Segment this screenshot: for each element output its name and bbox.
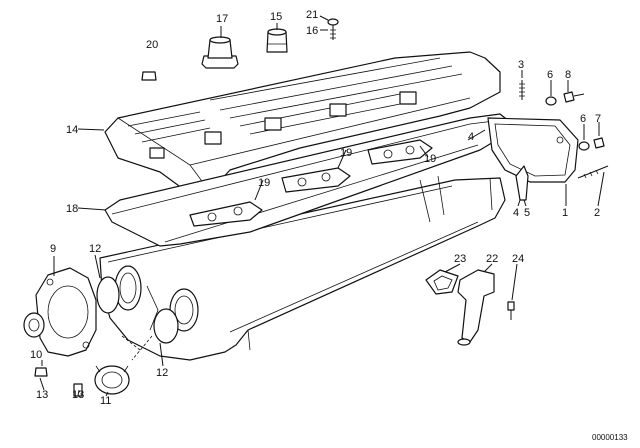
label-19c: 19	[424, 153, 436, 165]
leader-lines	[39, 15, 605, 397]
label-21: 21	[306, 9, 318, 21]
label-19a: 19	[258, 177, 270, 189]
screw-8	[563, 91, 585, 103]
label-24: 24	[512, 253, 524, 265]
gasket-23	[425, 269, 459, 295]
label-8: 8	[565, 69, 571, 81]
label-13b: 13	[72, 389, 84, 401]
cap-seal	[266, 28, 288, 53]
label-1: 1	[562, 207, 568, 219]
oil-filler-cap	[201, 36, 239, 69]
washer-6b	[578, 141, 590, 151]
label-10: 10	[30, 349, 42, 361]
label-17: 17	[216, 13, 228, 25]
label-15: 15	[270, 11, 282, 23]
nut-10	[34, 367, 48, 377]
label-5: 5	[524, 207, 530, 219]
washer-6a	[545, 96, 557, 106]
part-labels: 17 15 21 16 20 14 18 3 6 8 6 7 4 19 19 1…	[30, 9, 601, 407]
label-19b: 19	[340, 147, 352, 159]
alignment-lines	[121, 335, 153, 361]
label-12a: 12	[89, 243, 101, 255]
label-18: 18	[66, 203, 78, 215]
label-16: 16	[306, 25, 318, 37]
spark-plug-seals	[189, 139, 433, 227]
stud-2	[577, 165, 609, 179]
label-6a: 6	[547, 69, 553, 81]
valve-cover	[104, 51, 501, 195]
cover-plate-11	[94, 365, 130, 395]
bracket-4-5	[515, 165, 529, 201]
water-housing	[23, 267, 97, 357]
label-13a: 13	[36, 389, 48, 401]
label-4a: 4	[468, 131, 474, 143]
label-3: 3	[518, 59, 524, 71]
label-20: 20	[146, 39, 158, 51]
label-9: 9	[50, 243, 56, 255]
label-14: 14	[66, 124, 78, 136]
label-22: 22	[486, 253, 498, 265]
bolt-24	[507, 301, 515, 320]
o-ring-12a	[96, 276, 120, 314]
bolt-stud-pair	[327, 18, 339, 40]
screw-7	[593, 137, 605, 149]
outlet-pipe-22	[457, 269, 495, 346]
stud-3	[519, 80, 525, 100]
label-7: 7	[595, 113, 601, 125]
label-11: 11	[100, 395, 111, 407]
label-6b: 6	[580, 113, 586, 125]
label-23: 23	[454, 253, 466, 265]
label-12b: 12	[156, 367, 168, 379]
label-4b: 4	[513, 207, 519, 219]
o-ring-12b	[153, 308, 179, 344]
bolt-13	[73, 383, 83, 397]
nut	[141, 71, 157, 81]
diagram-reference-number: 00000133	[592, 433, 628, 442]
timing-housing-cover	[487, 117, 579, 183]
label-2: 2	[594, 207, 600, 219]
